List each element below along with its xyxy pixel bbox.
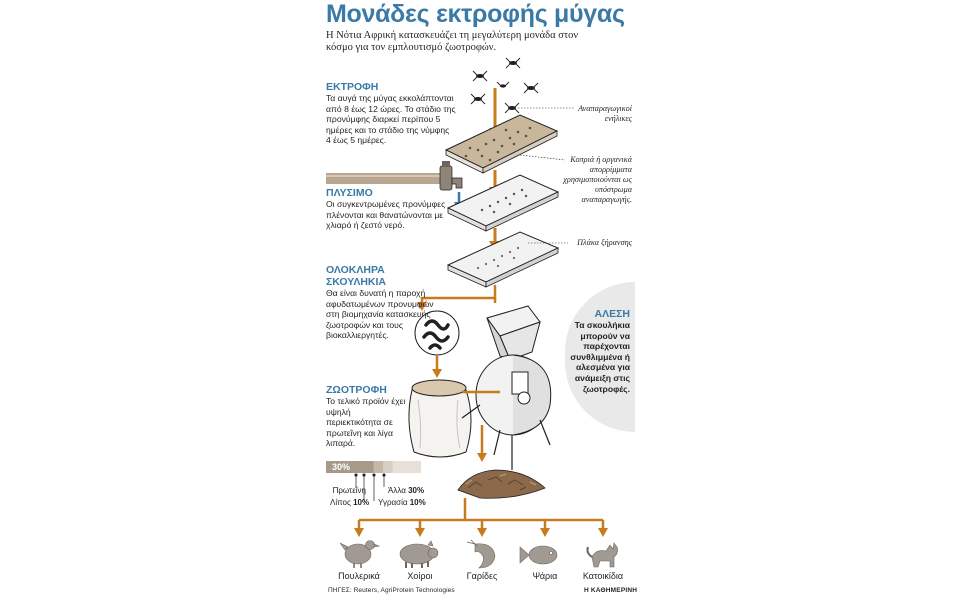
pig-icon <box>399 540 439 568</box>
other-row: Άλλα 30% <box>388 486 424 495</box>
pet-icon <box>586 542 618 568</box>
feed-pile-icon <box>457 469 546 499</box>
fat-segment <box>373 461 383 473</box>
larvae-icon <box>414 310 460 356</box>
grinding-heading: ΑΛΕΣΗ <box>594 308 630 320</box>
composition-bar <box>326 461 421 473</box>
protein-segment <box>326 461 374 473</box>
animal-label-poultry: Πουλερικά <box>338 571 380 581</box>
page-title: Μονάδες εκτροφής μύγας <box>326 0 625 28</box>
fat-label: Λίπος <box>330 498 351 507</box>
whole-larvae-body: Θα είναι δυνατή η παροχή αφυδατωμένων πρ… <box>326 288 434 341</box>
moisture-label: Υγρασία <box>378 498 408 507</box>
other-segment <box>392 461 421 473</box>
page-subtitle: Η Νότια Αφρική κατασκευάζει τη μεγαλύτερ… <box>326 30 579 53</box>
feed-body: Το τελικό προϊόν έχει υψηλή περιεκτικότη… <box>326 396 406 449</box>
chicken-icon <box>339 540 381 568</box>
whole-larvae-heading: ΟΛΟΚΛΗΡΑ ΣΚΟΥΛΗΚΙΑ <box>326 264 386 288</box>
other-label: Άλλα <box>388 486 406 495</box>
sources-note: ΠΗΓΕΣ: Reuters, AgriProtein Technologies <box>328 587 455 594</box>
feed-heading: ΖΩΟΤΡΟΦΗ <box>326 384 387 396</box>
drying-plate-label: Πλάκα ξήρανσης <box>577 238 632 247</box>
washing-heading: ΠΛΥΣΙΜΟ <box>326 187 373 199</box>
drying-plate <box>446 231 560 288</box>
moisture-segment <box>383 461 393 473</box>
adults-label: Αναπαραγωγικοί ενήλικες <box>578 104 632 123</box>
flies-icon <box>470 57 539 114</box>
shrimp-icon <box>466 539 496 569</box>
moisture-value: 10% <box>409 498 426 507</box>
animal-label-fish: Ψάρια <box>532 571 558 581</box>
breeding-section: ΕΚΤΡΟΦΗ Τα αυγά της μύγας εκκολάπτονται … <box>326 81 456 146</box>
animal-label-shrimp: Γαρίδες <box>466 571 498 581</box>
publisher-brand: Η ΚΑΘΗΜΕΡΙΝΗ <box>584 587 638 594</box>
grinding-body: Τα σκουλήκια μπορούν να παρέχονται συνθλ… <box>570 320 630 394</box>
protein-label: Πρωτεΐνη <box>332 486 366 495</box>
animal-label-pigs: Χοίροι <box>407 571 433 581</box>
washing-tray <box>446 174 560 232</box>
breeding-tray <box>444 114 559 174</box>
whole-larvae-section: ΟΛΟΚΛΗΡΑ ΣΚΟΥΛΗΚΙΑ Θα είναι δυνατή η παρ… <box>326 264 438 341</box>
other-value: 30% <box>408 486 425 495</box>
grinder-machine-icon <box>461 305 552 470</box>
feed-sack-icon <box>408 379 472 458</box>
substrate-label: Κοπριά ή οργανικά απορρίμματα χρησιμοποι… <box>563 155 632 204</box>
washing-section: ΠΛΥΣΙΜΟ Οι συγκεντρωμένες προνύμφες πλέν… <box>326 187 446 231</box>
composition-bar-label: 30% <box>332 462 351 472</box>
fat-value: 10% <box>353 498 370 507</box>
fish-icon <box>519 545 558 565</box>
feed-section: ΖΩΟΤΡΟΦΗ Το τελικό προϊόν έχει υψηλή περ… <box>326 384 406 449</box>
water-tap-icon <box>326 161 464 210</box>
breeding-heading: ΕΚΤΡΟΦΗ <box>326 81 379 93</box>
breeding-body: Τα αυγά της μύγας εκκολάπτονται από 8 έω… <box>326 93 456 146</box>
fat-row: Λίπος 10% <box>330 498 370 507</box>
composition-leaders <box>354 473 386 501</box>
washing-body: Οι συγκεντρωμένες προνύμφες πλένονται κα… <box>326 199 446 231</box>
moisture-row: Υγρασία 10% <box>378 498 426 507</box>
grinding-section: ΑΛΕΣΗ Τα σκουλήκια μπορούν να παρέχονται… <box>566 308 630 394</box>
animal-label-pets: Κατοικίδια <box>582 571 624 581</box>
